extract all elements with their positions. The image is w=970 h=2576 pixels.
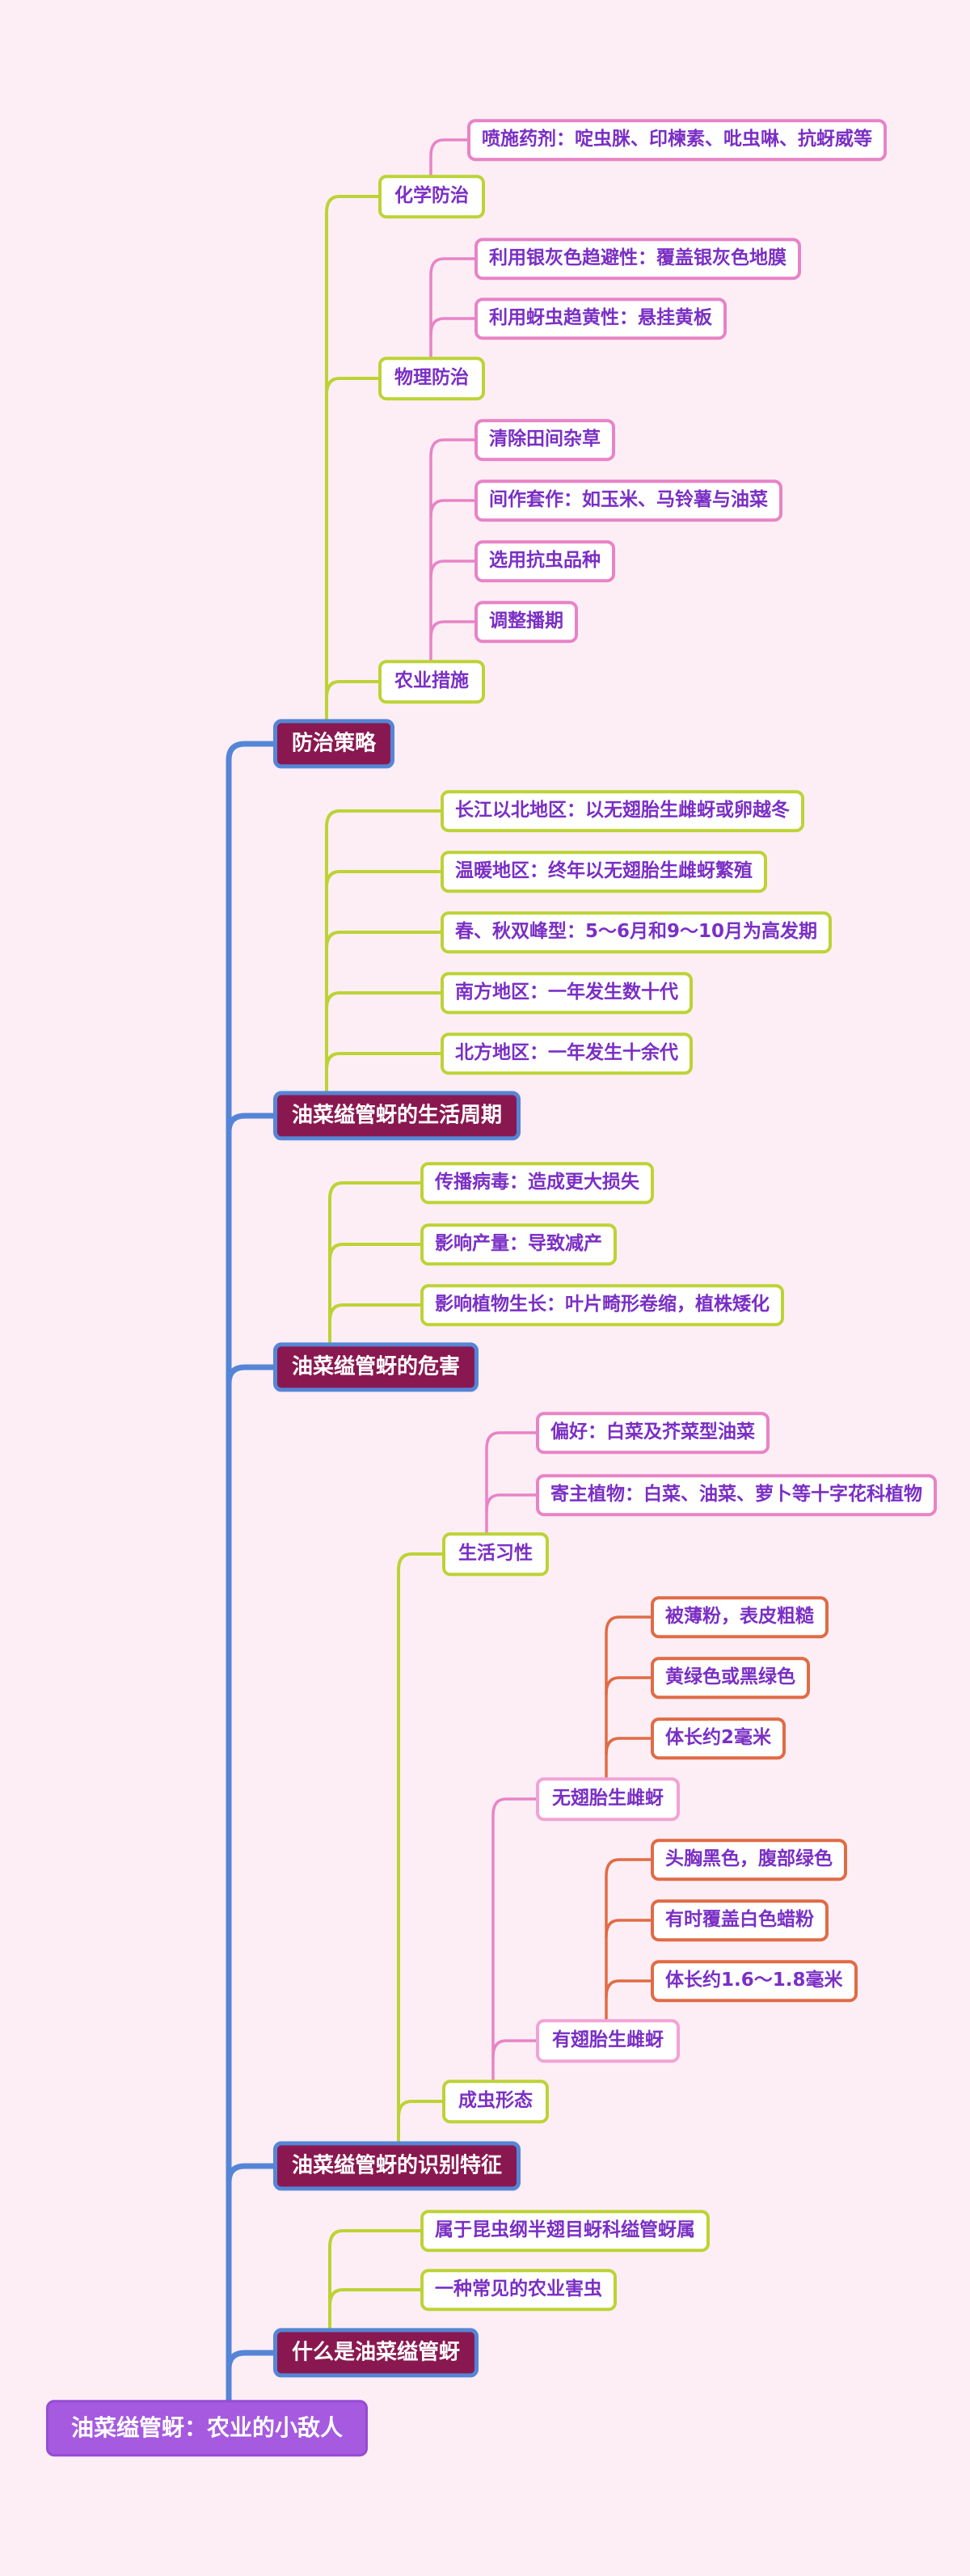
node-lifecycle[interactable]: 油菜缢管蚜的生活周期 xyxy=(273,1091,521,1141)
node-taxonomy[interactable]: 属于昆虫纲半翅目蚜科缢管蚜属 xyxy=(420,2210,710,2252)
node-virus-spread[interactable]: 传播病毒：造成更大损失 xyxy=(420,1162,654,1204)
node-winged-wax[interactable]: 有时覆盖白色蜡粉 xyxy=(651,1899,829,1941)
node-yield-loss[interactable]: 影响产量：导致减产 xyxy=(420,1223,617,1265)
node-warm-regions[interactable]: 温暖地区：终年以无翅胎生雌蚜繁殖 xyxy=(441,851,767,893)
node-physical-control[interactable]: 物理防治 xyxy=(378,357,485,400)
node-wingless-length[interactable]: 体长约2毫米 xyxy=(651,1717,787,1759)
connectors-control-branch xyxy=(325,195,380,723)
node-harm[interactable]: 油菜缢管蚜的危害 xyxy=(273,1342,479,1392)
connectors-agricultural-branch xyxy=(429,438,476,664)
node-control-strategy[interactable]: 防治策略 xyxy=(273,719,395,769)
node-spray-agents[interactable]: 喷施药剂：啶虫脒、印楝素、吡虫啉、抗蚜威等 xyxy=(467,119,887,161)
connectors-harm-branch xyxy=(328,1181,422,1346)
node-intercropping[interactable]: 间作套作：如玉米、马铃薯与油菜 xyxy=(474,479,782,522)
node-winged-color[interactable]: 头胸黑色，腹部绿色 xyxy=(651,1839,847,1881)
connectors-what-is-branch xyxy=(328,2229,422,2332)
node-wingless-female[interactable]: 无翅胎生雌蚜 xyxy=(536,1777,680,1821)
node-north-generations[interactable]: 北方地区：一年发生十余代 xyxy=(441,1033,693,1075)
node-preference[interactable]: 偏好：白菜及芥菜型油菜 xyxy=(536,1412,770,1454)
node-chemical-control[interactable]: 化学防治 xyxy=(378,175,485,218)
connectors-habits-branch xyxy=(485,1431,538,1536)
node-common-pest[interactable]: 一种常见的农业害虫 xyxy=(420,2269,617,2311)
node-north-yangtze[interactable]: 长江以北地区：以无翅胎生雌蚜或卵越冬 xyxy=(441,790,804,832)
node-living-habits[interactable]: 生活习性 xyxy=(442,1532,549,1576)
node-yellow-board[interactable]: 利用蚜虫趋黄性：悬挂黄板 xyxy=(474,298,727,340)
node-identification[interactable]: 油菜缢管蚜的识别特征 xyxy=(273,2141,521,2191)
node-resistant-varieties[interactable]: 选用抗虫品种 xyxy=(474,540,615,582)
node-adult-form[interactable]: 成虫形态 xyxy=(442,2080,549,2123)
node-clear-weeds[interactable]: 清除田间杂草 xyxy=(474,419,615,461)
connectors-spine xyxy=(226,741,276,2403)
node-host-plants[interactable]: 寄主植物：白菜、油菜、萝卜等十字花科植物 xyxy=(536,1474,937,1516)
root-topic[interactable]: 油菜缢管蚜：农业的小敌人 xyxy=(46,2400,369,2456)
node-agricultural-measures[interactable]: 农业措施 xyxy=(378,660,485,703)
node-wingless-powder[interactable]: 被薄粉，表皮粗糙 xyxy=(651,1596,829,1638)
connectors-identification-branch xyxy=(397,1552,444,2145)
node-adjust-sowing[interactable]: 调整播期 xyxy=(474,601,578,643)
connectors-adult-form-branch xyxy=(491,1797,538,2084)
node-winged-female[interactable]: 有翅胎生雌蚜 xyxy=(536,2019,680,2063)
connectors-chemical-branch xyxy=(429,138,469,179)
node-wingless-color[interactable]: 黄绿色或黑绿色 xyxy=(651,1657,810,1699)
node-south-generations[interactable]: 南方地区：一年发生数十代 xyxy=(441,972,693,1014)
connectors-winged-branch xyxy=(605,1858,652,2023)
node-spring-autumn-peaks[interactable]: 春、秋双峰型：5～6月和9～10月为高发期 xyxy=(441,911,833,953)
connectors-wingless-branch xyxy=(605,1615,652,1781)
node-winged-length[interactable]: 体长约1.6～1.8毫米 xyxy=(651,1960,858,2002)
connectors-physical-branch xyxy=(429,257,476,361)
connectors-lifecycle-branch xyxy=(325,809,442,1095)
node-silver-film[interactable]: 利用银灰色趋避性：覆盖银灰色地膜 xyxy=(474,238,801,280)
node-growth-impact[interactable]: 影响植物生长：叶片畸形卷缩，植株矮化 xyxy=(420,1284,784,1326)
node-what-is[interactable]: 什么是油菜缢管蚜 xyxy=(273,2328,479,2378)
